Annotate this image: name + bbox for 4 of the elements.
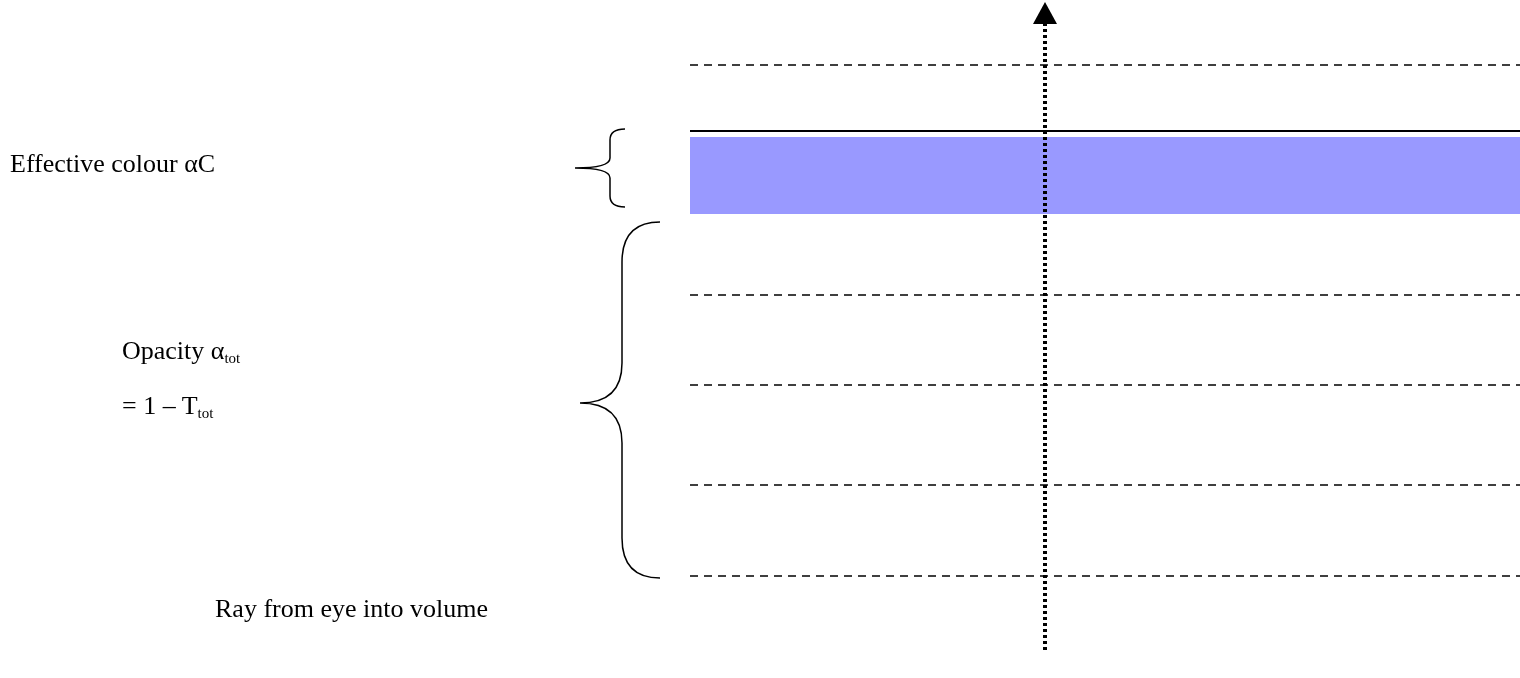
caption-text: Opacity α$_{tot}$ xyxy=(122,335,241,367)
caption-text: = 1 – T$_{tot}$ xyxy=(122,390,214,422)
caption-text: Ray from eye into volume xyxy=(215,593,488,625)
caption-text: Effective colour αC xyxy=(10,148,216,180)
